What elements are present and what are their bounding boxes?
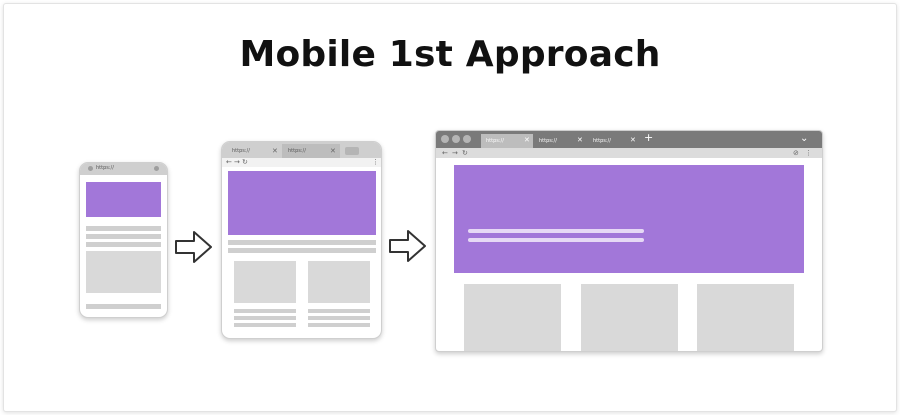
- mobile-footer-line: [86, 304, 161, 309]
- tablet-tab-label: https://: [288, 148, 306, 154]
- tablet-card-line: [234, 309, 296, 313]
- desktop-card: [464, 284, 561, 351]
- refresh-icon[interactable]: ↻: [462, 149, 468, 157]
- desktop-hero-block: [454, 165, 804, 273]
- mobile-url: https://: [96, 165, 114, 171]
- tablet-text-line: [228, 240, 376, 245]
- tablet-tab[interactable]: [282, 144, 340, 158]
- tablet-card: [234, 261, 296, 303]
- close-icon[interactable]: ✕: [577, 136, 583, 144]
- mobile-text-line: [86, 226, 161, 231]
- desktop-hero-line: [468, 229, 644, 233]
- close-icon[interactable]: ✕: [330, 147, 336, 155]
- mobile-content-block: [86, 251, 161, 293]
- mobile-text-line: [86, 242, 161, 247]
- arrow-right-outline-icon: [175, 231, 212, 263]
- chevron-down-icon[interactable]: ⌄: [800, 133, 809, 144]
- desktop-address-bar: [436, 148, 822, 158]
- tablet-card-line: [308, 309, 370, 313]
- desktop-card: [697, 284, 794, 351]
- desktop-card: [581, 284, 678, 351]
- menu-icon[interactable]: ⋮: [372, 158, 379, 166]
- desktop-tab-label: https://: [539, 138, 557, 144]
- refresh-icon[interactable]: ↻: [242, 158, 248, 166]
- desktop-tab-active[interactable]: [481, 134, 533, 148]
- mobile-device: https://: [79, 162, 168, 318]
- forward-icon[interactable]: →: [452, 149, 458, 157]
- mobile-text-line: [86, 234, 161, 239]
- plus-icon[interactable]: +: [644, 131, 654, 144]
- window-control-minimize[interactable]: [452, 135, 460, 143]
- tablet-tab-label: https://: [232, 148, 250, 154]
- page-title: Mobile 1st Approach: [239, 34, 661, 75]
- window-control-close[interactable]: [441, 135, 449, 143]
- new-tab-button[interactable]: [345, 147, 359, 155]
- desktop-tab-label: https://: [486, 138, 504, 144]
- tablet-card: [308, 261, 370, 303]
- tablet-browser: https:// ✕ https:// ✕ ← → ↻ ⋮: [221, 141, 382, 339]
- window-control-maximize[interactable]: [463, 135, 471, 143]
- close-icon[interactable]: ✕: [524, 136, 530, 144]
- forward-icon[interactable]: →: [234, 158, 240, 166]
- tablet-card-line: [308, 323, 370, 327]
- menu-icon[interactable]: ⋮: [805, 149, 812, 157]
- desktop-browser: https:// ✕ https:// ✕ https:// ✕ + ⌄ ← →…: [435, 130, 823, 352]
- desktop-tab-label: https://: [593, 138, 611, 144]
- back-icon[interactable]: ←: [442, 149, 448, 157]
- back-icon[interactable]: ←: [226, 158, 232, 166]
- tablet-hero-block: [228, 171, 376, 235]
- close-icon[interactable]: ✕: [630, 136, 636, 144]
- arrow-right-outline-icon: [389, 230, 426, 262]
- mobile-chrome: [80, 163, 167, 175]
- tablet-text-line: [228, 248, 376, 253]
- mobile-hero-block: [86, 182, 161, 217]
- mobile-lock-icon: [88, 166, 93, 171]
- settings-icon[interactable]: ⊘: [793, 149, 799, 157]
- tablet-card-line: [234, 323, 296, 327]
- tablet-card-line: [234, 316, 296, 320]
- tablet-tab[interactable]: [225, 144, 281, 158]
- mobile-menu-icon: [154, 166, 159, 171]
- tablet-card-line: [308, 316, 370, 320]
- close-icon[interactable]: ✕: [272, 147, 278, 155]
- tablet-address-bar: [222, 158, 381, 167]
- desktop-hero-line: [468, 238, 644, 242]
